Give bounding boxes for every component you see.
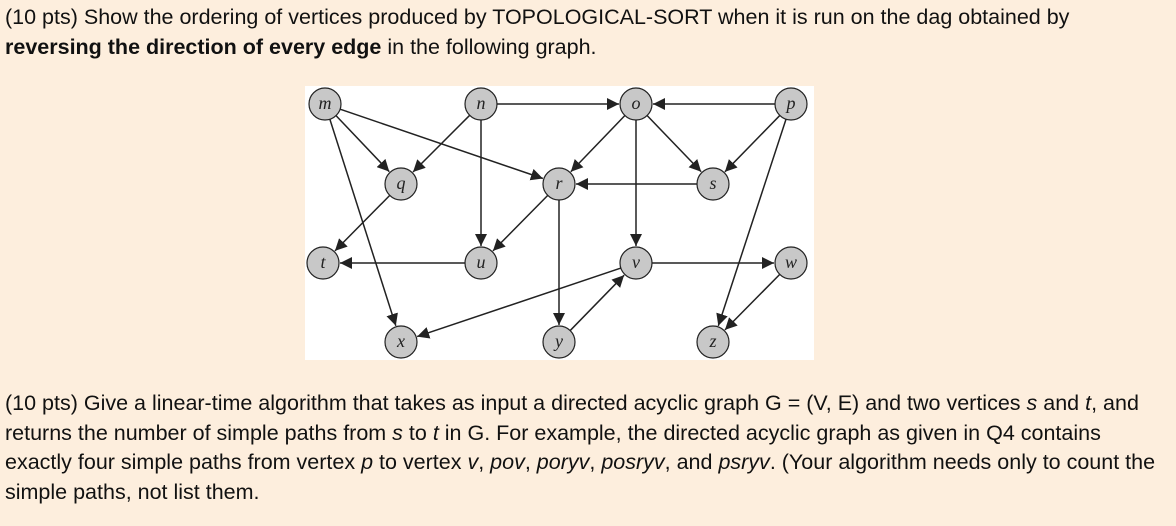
question-2-text: (10 pts) Give a linear-time algorithm th… bbox=[5, 389, 1171, 507]
node-circle-u bbox=[464, 246, 498, 280]
node-label-u: u bbox=[477, 252, 486, 272]
node-circle-n bbox=[464, 87, 498, 121]
node-y: y bbox=[542, 325, 576, 359]
node-label-z: z bbox=[708, 331, 716, 351]
node-label-n: n bbox=[477, 93, 486, 113]
node-label-p: p bbox=[785, 93, 796, 113]
node-p: p bbox=[774, 87, 808, 121]
q2-text-8: , bbox=[524, 450, 537, 474]
node-label-r: r bbox=[555, 173, 563, 193]
node-t: t bbox=[306, 246, 340, 280]
q2-text-3: , and returns the number of simple paths… bbox=[5, 391, 1139, 445]
node-circle-r bbox=[542, 167, 576, 201]
node-n: n bbox=[464, 87, 498, 121]
edge-n-q bbox=[412, 114, 471, 173]
edge-o-r bbox=[570, 115, 626, 173]
node-label-m: m bbox=[319, 93, 332, 113]
node-label-o: o bbox=[632, 93, 641, 113]
edge-p-z bbox=[716, 118, 787, 327]
q2-text-11: . (Your algorithm needs only to count th… bbox=[5, 450, 1156, 504]
q2-text-10: , and bbox=[664, 450, 719, 474]
q2-path-4: psryv bbox=[718, 450, 770, 474]
node-q: q bbox=[384, 167, 418, 201]
q2-text-2: and bbox=[1037, 391, 1086, 415]
node-circle-x bbox=[384, 325, 418, 359]
node-label-x: x bbox=[396, 331, 405, 351]
node-z: z bbox=[696, 325, 730, 359]
edge-p-s bbox=[724, 114, 781, 173]
q2-var-v: v bbox=[467, 450, 479, 474]
node-label-t: t bbox=[320, 252, 326, 272]
node-label-q: q bbox=[397, 173, 406, 193]
q2-text-7: , bbox=[478, 450, 491, 474]
q2-path-2: poryv bbox=[536, 450, 590, 474]
node-circle-t bbox=[306, 246, 340, 280]
question-1-prefix: (10 pts) Show the ordering of vertices p… bbox=[5, 5, 1070, 29]
node-o: o bbox=[619, 87, 653, 121]
node-x: x bbox=[384, 325, 418, 359]
node-s: s bbox=[696, 167, 730, 201]
edge-q-t bbox=[334, 194, 391, 252]
node-v: v bbox=[619, 246, 653, 280]
node-circle-s bbox=[696, 167, 730, 201]
q2-text-6: to vertex bbox=[373, 450, 468, 474]
graph-figure: m n o p q r s t u v w x y z bbox=[305, 86, 814, 360]
q2-var-t: t bbox=[1085, 391, 1092, 415]
q2-var-t-2: t bbox=[432, 420, 439, 445]
node-circle-o bbox=[619, 87, 653, 121]
edge-w-z bbox=[724, 273, 781, 331]
question-1-emphasis: reversing the direction of every edge bbox=[5, 34, 382, 59]
node-circle-q bbox=[384, 167, 418, 201]
q2-var-s: s bbox=[1026, 391, 1038, 415]
q2-text-4: to bbox=[402, 420, 433, 445]
node-circle-v bbox=[619, 246, 653, 280]
node-w: w bbox=[774, 246, 808, 280]
edge-y-v bbox=[569, 274, 625, 332]
edge-m-q bbox=[335, 115, 390, 173]
question-1-text: (10 pts) Show the ordering of vertices p… bbox=[5, 3, 1171, 62]
node-circle-y bbox=[542, 325, 576, 359]
node-m: m bbox=[308, 87, 342, 121]
node-label-y: y bbox=[553, 331, 563, 351]
node-circle-p bbox=[774, 87, 808, 121]
node-circle-w bbox=[774, 246, 808, 280]
node-label-s: s bbox=[709, 173, 716, 193]
graph-diagram: m n o p q r s t u v w x y z bbox=[306, 87, 808, 359]
node-label-w: w bbox=[785, 252, 797, 272]
q2-path-1: pov bbox=[490, 450, 525, 474]
q2-var-s-2: s bbox=[392, 420, 403, 445]
q2-text-9: , bbox=[589, 450, 602, 474]
q2-text-1: (10 pts) Give a linear-time algorithm th… bbox=[5, 391, 1027, 415]
node-label-v: v bbox=[632, 252, 640, 272]
q2-path-3: posryv bbox=[601, 450, 665, 474]
question-1-suffix: in the following graph. bbox=[381, 34, 597, 59]
node-r: r bbox=[542, 167, 576, 201]
node-circle-z bbox=[696, 325, 730, 359]
edge-r-u bbox=[492, 194, 549, 252]
q2-text-5: in G. For example, the directed acyclic … bbox=[5, 420, 1101, 475]
edge-v-x bbox=[416, 267, 622, 339]
node-circle-m bbox=[308, 87, 342, 121]
node-u: u bbox=[464, 246, 498, 280]
q2-var-p: p bbox=[361, 450, 374, 474]
edge-o-s bbox=[646, 115, 702, 173]
